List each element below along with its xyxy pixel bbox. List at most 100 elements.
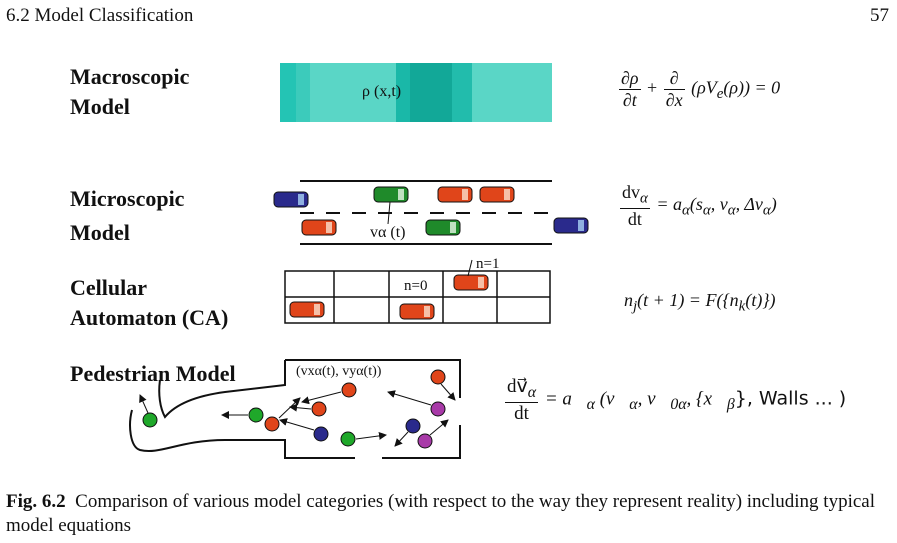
eq-den: ∂x: [665, 90, 683, 110]
car-icon: [373, 186, 409, 203]
eq-num: dv⃗α: [505, 376, 539, 403]
micro-label-line2: Model: [70, 220, 130, 245]
eq-term: (t)}): [745, 290, 776, 310]
frac-d-dx: ∂∂x: [663, 68, 685, 111]
car-icon: [479, 186, 515, 203]
wall-bottom-corridor: [129, 409, 355, 459]
eq-sub: α: [586, 396, 595, 414]
density-label: ρ (x,t): [362, 83, 401, 100]
ca-label-line2: Automaton (CA): [70, 305, 229, 330]
eq-term: (s: [689, 193, 703, 214]
pedestrian: [430, 369, 446, 385]
eq-sub: β: [726, 396, 735, 414]
car-icon: [453, 274, 489, 291]
running-header-section: 6.2 Model Classification: [6, 5, 194, 26]
ped-arrow: [301, 391, 342, 405]
ped-walls: [129, 359, 461, 459]
macro-label-line1: Macroscopic: [70, 64, 190, 89]
ped-arrow: [394, 431, 409, 447]
eq-term: = a: [656, 193, 683, 214]
pedestrian: [248, 407, 264, 423]
density-band: [296, 63, 310, 122]
eq-sub: k: [738, 298, 746, 315]
ca-label: Cellular Automaton (CA): [70, 273, 228, 333]
eq-term: n: [624, 290, 633, 310]
frac-drho-dt: ∂ρ∂t: [619, 68, 641, 111]
ca-n0-label: n=0: [404, 278, 427, 294]
eq-term: ): [770, 193, 777, 214]
car-icon: [553, 217, 589, 234]
ped-arrow: [440, 383, 456, 401]
ped-arrow: [387, 390, 432, 406]
eq-term: (t + 1) = F({n: [637, 290, 739, 310]
eq-term: }, Walls ... ): [734, 387, 847, 410]
velocity-pointer: [387, 201, 391, 225]
eq-sub: 0α: [670, 396, 687, 414]
density-band: [472, 63, 552, 122]
car-icon: [399, 303, 435, 320]
caption-text: Comparison of various model categories (…: [6, 491, 876, 536]
density-strip: ρ (x,t): [280, 63, 552, 122]
eq-sub: α: [629, 396, 638, 414]
macro-label: Macroscopic Model: [70, 62, 189, 122]
pedestrian: [405, 418, 421, 434]
figure-graphics: ρ (x,t) vα (t) n=0 n=1 (vxα(t), vyα: [129, 63, 589, 459]
car-icon: [301, 219, 337, 236]
car-icon: [273, 191, 309, 208]
eq-term: , v⃗: [637, 388, 671, 410]
ca-pointer: [467, 259, 473, 277]
ped-arrow: [355, 431, 387, 440]
pedestrian: [264, 416, 280, 432]
ped-arrow: [429, 419, 449, 436]
micro-label-line1: Microscopic: [70, 186, 185, 211]
micro-road: vα (t): [273, 180, 589, 245]
micro-label: Microscopic Model: [70, 184, 184, 248]
ca-equation: nj(t + 1) = F({nk(t)}): [624, 290, 776, 316]
ped-arrow: [289, 403, 312, 412]
macro-equation: ∂ρ∂t + ∂∂x (ρVe(ρ)) = 0: [619, 68, 781, 111]
density-band: [280, 63, 296, 122]
pedestrian: [313, 426, 329, 442]
car-icon: [289, 301, 325, 318]
pedestrian: [417, 433, 433, 449]
wall-right-bottom: [382, 425, 461, 459]
eq-den: dt: [627, 208, 642, 229]
eq-term: , Δv: [735, 193, 763, 214]
caption-label: Fig. 6.2: [6, 491, 66, 512]
velocity-label: vα (t): [370, 224, 405, 241]
car-icon: [437, 186, 473, 203]
eq-sub: α: [702, 202, 711, 219]
eq-term: , {x⃗: [686, 388, 727, 410]
density-band: [310, 63, 396, 122]
ca-grid: [284, 270, 551, 324]
ped-arrow: [279, 418, 315, 431]
ped-arrow: [139, 394, 149, 414]
density-band: [410, 63, 452, 122]
figure-caption: Fig. 6.2 Comparison of various model cat…: [6, 490, 891, 538]
eq-num: ∂ρ: [619, 68, 641, 90]
eq-sub: α: [727, 202, 736, 219]
ped-label: Pedestrian Model: [70, 361, 236, 386]
pedestrian: [142, 412, 158, 428]
eq-den: dt: [514, 402, 529, 424]
pedestrian: [341, 382, 357, 398]
eq-term: (ρ)) = 0: [723, 77, 781, 98]
ped-velocity-label: (vxα(t), vyα(t)): [296, 364, 382, 379]
density-band: [396, 63, 410, 122]
pedestrian: [430, 401, 446, 417]
eq-num: dvα: [620, 182, 650, 209]
eq-den: ∂t: [622, 90, 637, 110]
wall-upper-corridor: [158, 360, 286, 419]
eq-sub: e: [716, 86, 724, 103]
eq-num: ∂: [663, 68, 685, 90]
page-number: 57: [870, 5, 889, 26]
eq-sub: α: [682, 202, 690, 219]
eq-term: (v⃗: [594, 388, 630, 410]
eq-term: (ρV: [691, 77, 717, 98]
car-icon: [425, 219, 461, 236]
eq-term: , v: [710, 193, 728, 214]
